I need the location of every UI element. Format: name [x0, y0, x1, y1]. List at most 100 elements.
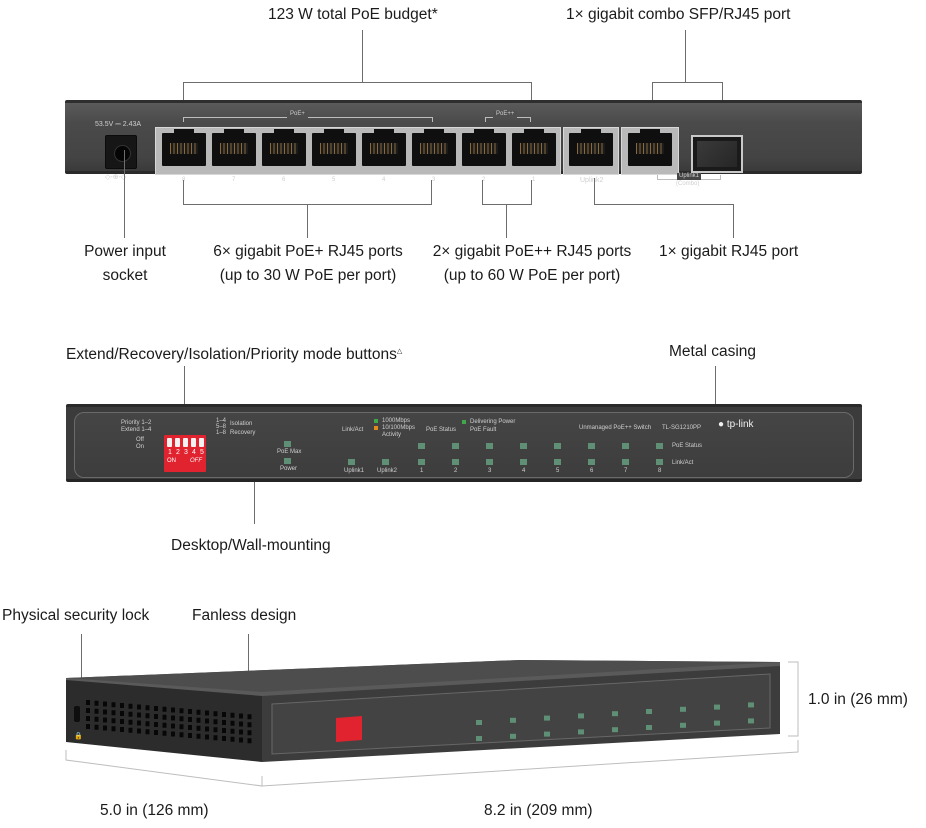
vent-hole: [205, 734, 209, 740]
vent-hole: [179, 708, 184, 714]
rj45-port-8[interactable]: [162, 129, 206, 166]
poe-plusplus-ports-callout: 2× gigabit PoE++ RJ45 ports (up to 60 W …: [420, 240, 644, 288]
leader-line: [482, 180, 483, 204]
leader-line: [431, 180, 432, 204]
combo-label: (Combo): [676, 181, 700, 187]
rj45-port-2[interactable]: [462, 129, 506, 166]
leader-line: [183, 180, 184, 204]
dip-switch-4[interactable]: [191, 438, 196, 447]
mode-dip-switch[interactable]: 1 2 3 4 5 ON OFF: [164, 435, 206, 472]
dip-number: 4: [192, 449, 196, 456]
poe-plus-group-label: PoE+: [287, 111, 308, 118]
poe-plusplus-ports-callout-line2: (up to 60 W PoE per port): [443, 267, 621, 284]
led-label-port: 8: [658, 468, 662, 474]
vent-hole: [171, 715, 175, 721]
leader-line: [685, 30, 686, 82]
led-link-act-port-6: [588, 459, 595, 465]
tp-link-logo-icon: ●: [718, 419, 725, 430]
dip-switch-1[interactable]: [167, 438, 172, 447]
rj45-port-uplink1[interactable]: [628, 129, 672, 166]
vent-hole: [230, 728, 235, 734]
rj45-port-3[interactable]: [412, 129, 456, 166]
leader-line: [594, 178, 595, 204]
perspective-led-poe: [748, 702, 754, 708]
dip-number: 1: [168, 449, 172, 456]
vent-hole: [145, 729, 150, 735]
sfp-port-uplink1[interactable]: [691, 135, 743, 173]
rj45-port-5[interactable]: [312, 129, 356, 166]
metal-casing-callout: Metal casing: [669, 343, 757, 360]
perspective-led-poe: [544, 715, 550, 721]
power-input-callout-line2: socket: [102, 267, 148, 284]
ventilation-holes: [86, 700, 252, 744]
vent-hole: [179, 724, 184, 730]
perspective-led-poe: [646, 709, 652, 714]
dip-label-priority: Priority 1–2: [121, 420, 152, 426]
dip-label-extend: Extend 1–4: [121, 427, 152, 433]
vent-hole: [86, 708, 90, 713]
legend-led-green: [374, 419, 378, 423]
perspective-leds: [476, 702, 754, 741]
vent-hole: [103, 701, 107, 707]
legend-led-orange: [374, 426, 378, 430]
leader-line: [183, 82, 532, 83]
leader-line: [307, 204, 308, 238]
vent-hole: [230, 736, 235, 742]
security-lock-slot[interactable]: [74, 706, 80, 722]
legend-poe-fault: PoE Fault: [470, 427, 497, 433]
vent-hole: [111, 702, 116, 708]
vent-hole: [120, 727, 124, 732]
led-label-port: 5: [556, 468, 560, 474]
leader-line: [184, 366, 185, 418]
led-label-port: 6: [590, 468, 594, 474]
dip-switch-3[interactable]: [183, 438, 188, 447]
perspective-led-poe: [578, 713, 584, 719]
side-panel: [66, 680, 262, 762]
dip-label-1-4: 1–4: [216, 418, 227, 424]
rj45-port-callout: 1× gigabit RJ45 port: [659, 243, 799, 260]
brand-name: tp-link: [726, 419, 754, 430]
width-dimension: 8.2 in (209 mm): [484, 802, 593, 819]
vent-hole: [86, 700, 90, 705]
dip-switch-2[interactable]: [175, 438, 180, 447]
vent-hole: [222, 720, 226, 725]
vent-hole: [247, 730, 252, 736]
vent-hole: [162, 706, 167, 712]
depth-dimension: 5.0 in (126 mm): [100, 802, 209, 819]
leader-line: [506, 204, 507, 238]
rj45-port-7[interactable]: [212, 129, 256, 166]
led-label-port: 7: [624, 468, 628, 474]
combo-label: Uplink1: [677, 173, 702, 180]
vent-hole: [137, 728, 141, 734]
rj45-port-4[interactable]: [362, 129, 406, 166]
led-label-uplink2: Uplink2: [377, 468, 398, 474]
vent-hole: [128, 703, 133, 709]
vent-hole: [188, 717, 192, 722]
led-link-act-port-3: [486, 459, 493, 465]
port-label: 3: [432, 177, 436, 183]
power-input-socket[interactable]: [105, 135, 137, 169]
perspective-led-link: [544, 731, 550, 737]
rj45-port-uplink2[interactable]: [569, 129, 613, 166]
vent-hole: [179, 716, 184, 722]
poe-plusplus-ports-callout-line1: 2× gigabit PoE++ RJ45 ports: [432, 243, 632, 260]
rj45-port-1[interactable]: [512, 129, 556, 166]
perspective-led-poe: [714, 704, 720, 710]
vent-hole: [145, 713, 150, 719]
leader-line: [248, 634, 249, 696]
leader-line: [715, 366, 716, 406]
perspective-led-link: [714, 720, 720, 726]
port-label: Uplink2: [580, 177, 604, 184]
vent-hole: [154, 722, 158, 727]
top-surface-shade: [66, 660, 780, 692]
led-uplink1: [348, 459, 355, 465]
rj45-port-6[interactable]: [262, 129, 306, 166]
front-panel: Priority 1–2 Extend 1–4 Off On 1–4 5–8 1…: [66, 404, 862, 482]
dip-label-on: On: [136, 444, 145, 450]
vent-hole: [111, 710, 116, 716]
leader-line: [124, 150, 125, 238]
vent-hole: [137, 720, 141, 726]
vent-hole: [239, 721, 243, 727]
dip-switch-5[interactable]: [199, 438, 204, 447]
mode-buttons-callout: Extend/Recovery/Isolation/Priority mode …: [66, 340, 402, 367]
